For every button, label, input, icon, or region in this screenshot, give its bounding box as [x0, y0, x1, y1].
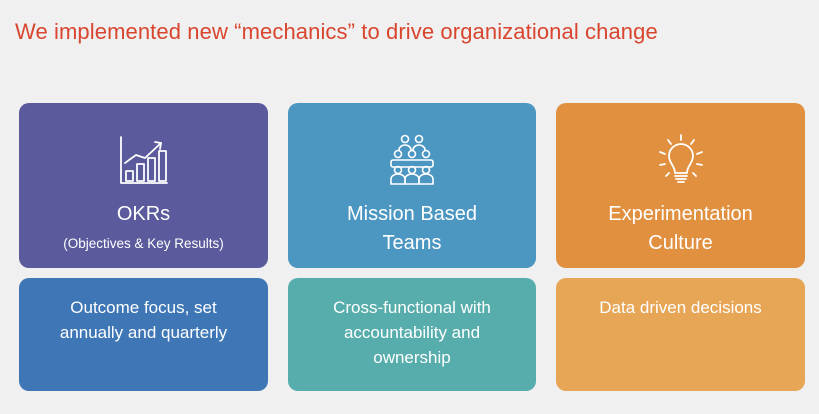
experimentation-description-card: Data driven decisions	[556, 278, 805, 391]
okrs-description-line: Outcome focus, set	[70, 298, 217, 317]
okrs-description-line: annually and quarterly	[59, 323, 228, 342]
slide-title: We implemented new “mechanics” to drive …	[15, 19, 658, 44]
mission-teams-description-line: ownership	[373, 348, 451, 367]
experimentation-title-line: Culture	[648, 232, 713, 254]
okrs-description-card: Outcome focus, set annually and quarterl…	[19, 278, 268, 391]
okrs-card: OKRs (Objectives & Key Results)	[19, 103, 268, 268]
experimentation-card: Experimentation Culture	[556, 103, 805, 268]
mission-teams-description-line: Cross-functional with	[333, 298, 491, 317]
mission-teams-description-line: accountability and	[343, 323, 481, 342]
experimentation-title-line: Experimentation	[608, 203, 753, 225]
okrs-subtitle: (Objectives & Key Results)	[63, 236, 224, 251]
lightbulb-icon	[654, 133, 708, 187]
mission-teams-title-line: Mission Based	[346, 203, 478, 225]
mission-teams-description-card: Cross-functional with accountability and…	[288, 278, 536, 391]
okrs-title: OKRs	[19, 200, 268, 229]
mission-teams-title: Mission Based Teams	[288, 200, 536, 258]
experimentation-title: Experimentation Culture	[556, 200, 805, 258]
bar-chart-growth-icon	[117, 133, 171, 187]
mission-teams-card: Mission Based Teams	[288, 103, 536, 268]
team-people-icon	[385, 133, 439, 187]
experimentation-description-line: Data driven decisions	[599, 298, 762, 317]
okrs-title-line: OKRs	[116, 203, 171, 225]
mission-teams-title-line: Teams	[382, 232, 442, 254]
